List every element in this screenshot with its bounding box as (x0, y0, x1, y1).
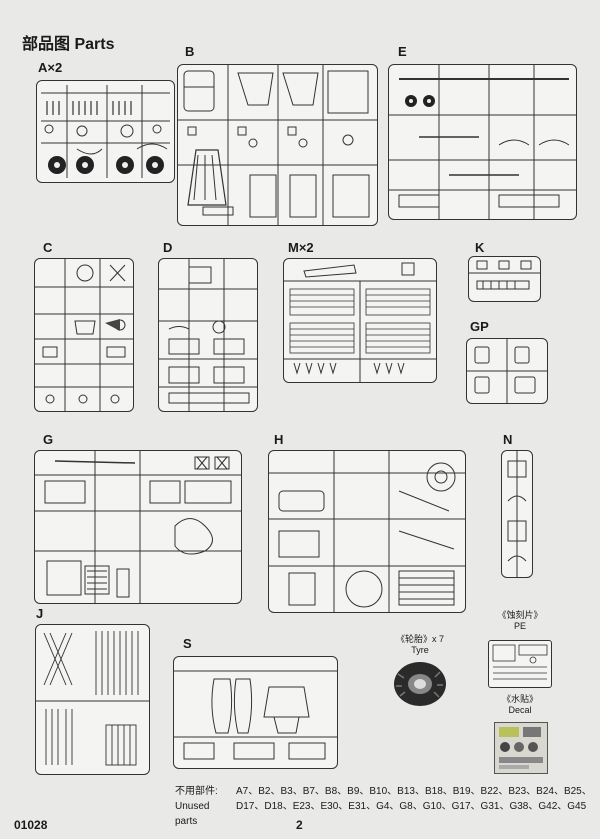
page-title: 部品图 Parts (22, 36, 115, 53)
sprue-d (158, 258, 258, 412)
sprue-h (268, 450, 466, 613)
sprue-label-n: N (503, 432, 513, 447)
sprue-label-c: C (43, 240, 53, 255)
unused-line-1: A7、B2、B3、B7、B8、B9、B10、B13、B18、B19、B22、B2… (236, 786, 592, 797)
tyre-label-en: Tyre (411, 645, 429, 655)
sprue-g (34, 450, 242, 604)
sprue-s (173, 656, 338, 769)
pe-fret (488, 640, 552, 688)
decal-label-en: Decal (508, 705, 532, 715)
sprue-label-b: B (185, 44, 195, 59)
sprue-c (34, 258, 134, 412)
pe-label-en: PE (513, 621, 526, 631)
page-number: 2 (296, 818, 303, 832)
sprue-b (177, 64, 378, 226)
sprue-label-k: K (475, 240, 485, 255)
sprue-label-e: E (398, 44, 407, 59)
sprue-label-d: D (163, 240, 173, 255)
sprue-label-s: S (183, 636, 192, 651)
unused-label-en: Unused parts (175, 801, 210, 827)
sprue-j (35, 624, 150, 775)
sprue-a (36, 80, 175, 183)
sprue-m (283, 258, 437, 383)
sprue-gp (466, 338, 548, 404)
sprue-label-m: M×2 (288, 240, 314, 255)
sprue-n (501, 450, 533, 578)
decal-label-cn: 《水贴》 (501, 694, 538, 704)
product-code: 01028 (14, 818, 48, 832)
sprue-k (468, 256, 541, 302)
sprue-label-a: A×2 (38, 60, 63, 75)
unused-line-2: D17、D18、E23、E30、E31、G4、G8、G10、G17、G31、G3… (236, 801, 587, 812)
tyre-label-cn: 《轮胎》x 7 (395, 634, 444, 644)
tyre-icon (394, 662, 446, 706)
unused-parts: 不用部件: A7、B2、B3、B7、B8、B9、B10、B13、B18、B19、… (175, 784, 592, 829)
sprue-label-h: H (274, 432, 284, 447)
sprue-label-gp: GP (470, 319, 489, 334)
pe-label-cn: 《蚀刻片》 (497, 610, 543, 620)
sprue-e (388, 64, 577, 220)
unused-label-cn: 不用部件: (175, 786, 218, 797)
sprue-label-g: G (43, 432, 54, 447)
sprue-label-j: J (36, 606, 44, 621)
decal-sheet (494, 722, 548, 774)
